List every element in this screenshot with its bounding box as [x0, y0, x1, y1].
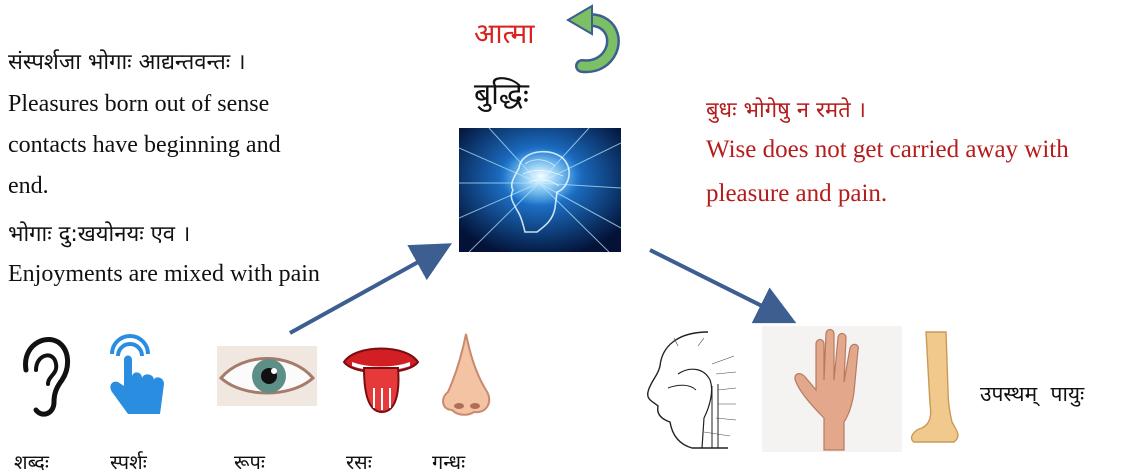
- speech-anatomy-diagram: [638, 326, 748, 454]
- ear-icon: [16, 330, 72, 420]
- sense-label-rupa: रूपः: [234, 448, 265, 475]
- sense-label-gandha: गन्धः: [432, 448, 465, 475]
- sense-label-sparsha: स्पर्शः: [110, 448, 147, 475]
- senses-to-buddhi-arrow: [290, 251, 438, 333]
- touch-icon: [98, 330, 170, 420]
- sense-label-rasa: रसः: [346, 448, 372, 475]
- nose-icon: [440, 330, 494, 420]
- eye-icon: [217, 346, 317, 406]
- hand-icon: [762, 326, 902, 452]
- tongue-mouth-icon: [338, 332, 424, 418]
- foot-leg-icon: [908, 330, 964, 446]
- sense-label-shabda: शब्दः: [14, 448, 49, 475]
- organs-label: उपस्थम् पायुः: [980, 380, 1084, 408]
- buddhi-to-organs-arrow: [650, 250, 782, 316]
